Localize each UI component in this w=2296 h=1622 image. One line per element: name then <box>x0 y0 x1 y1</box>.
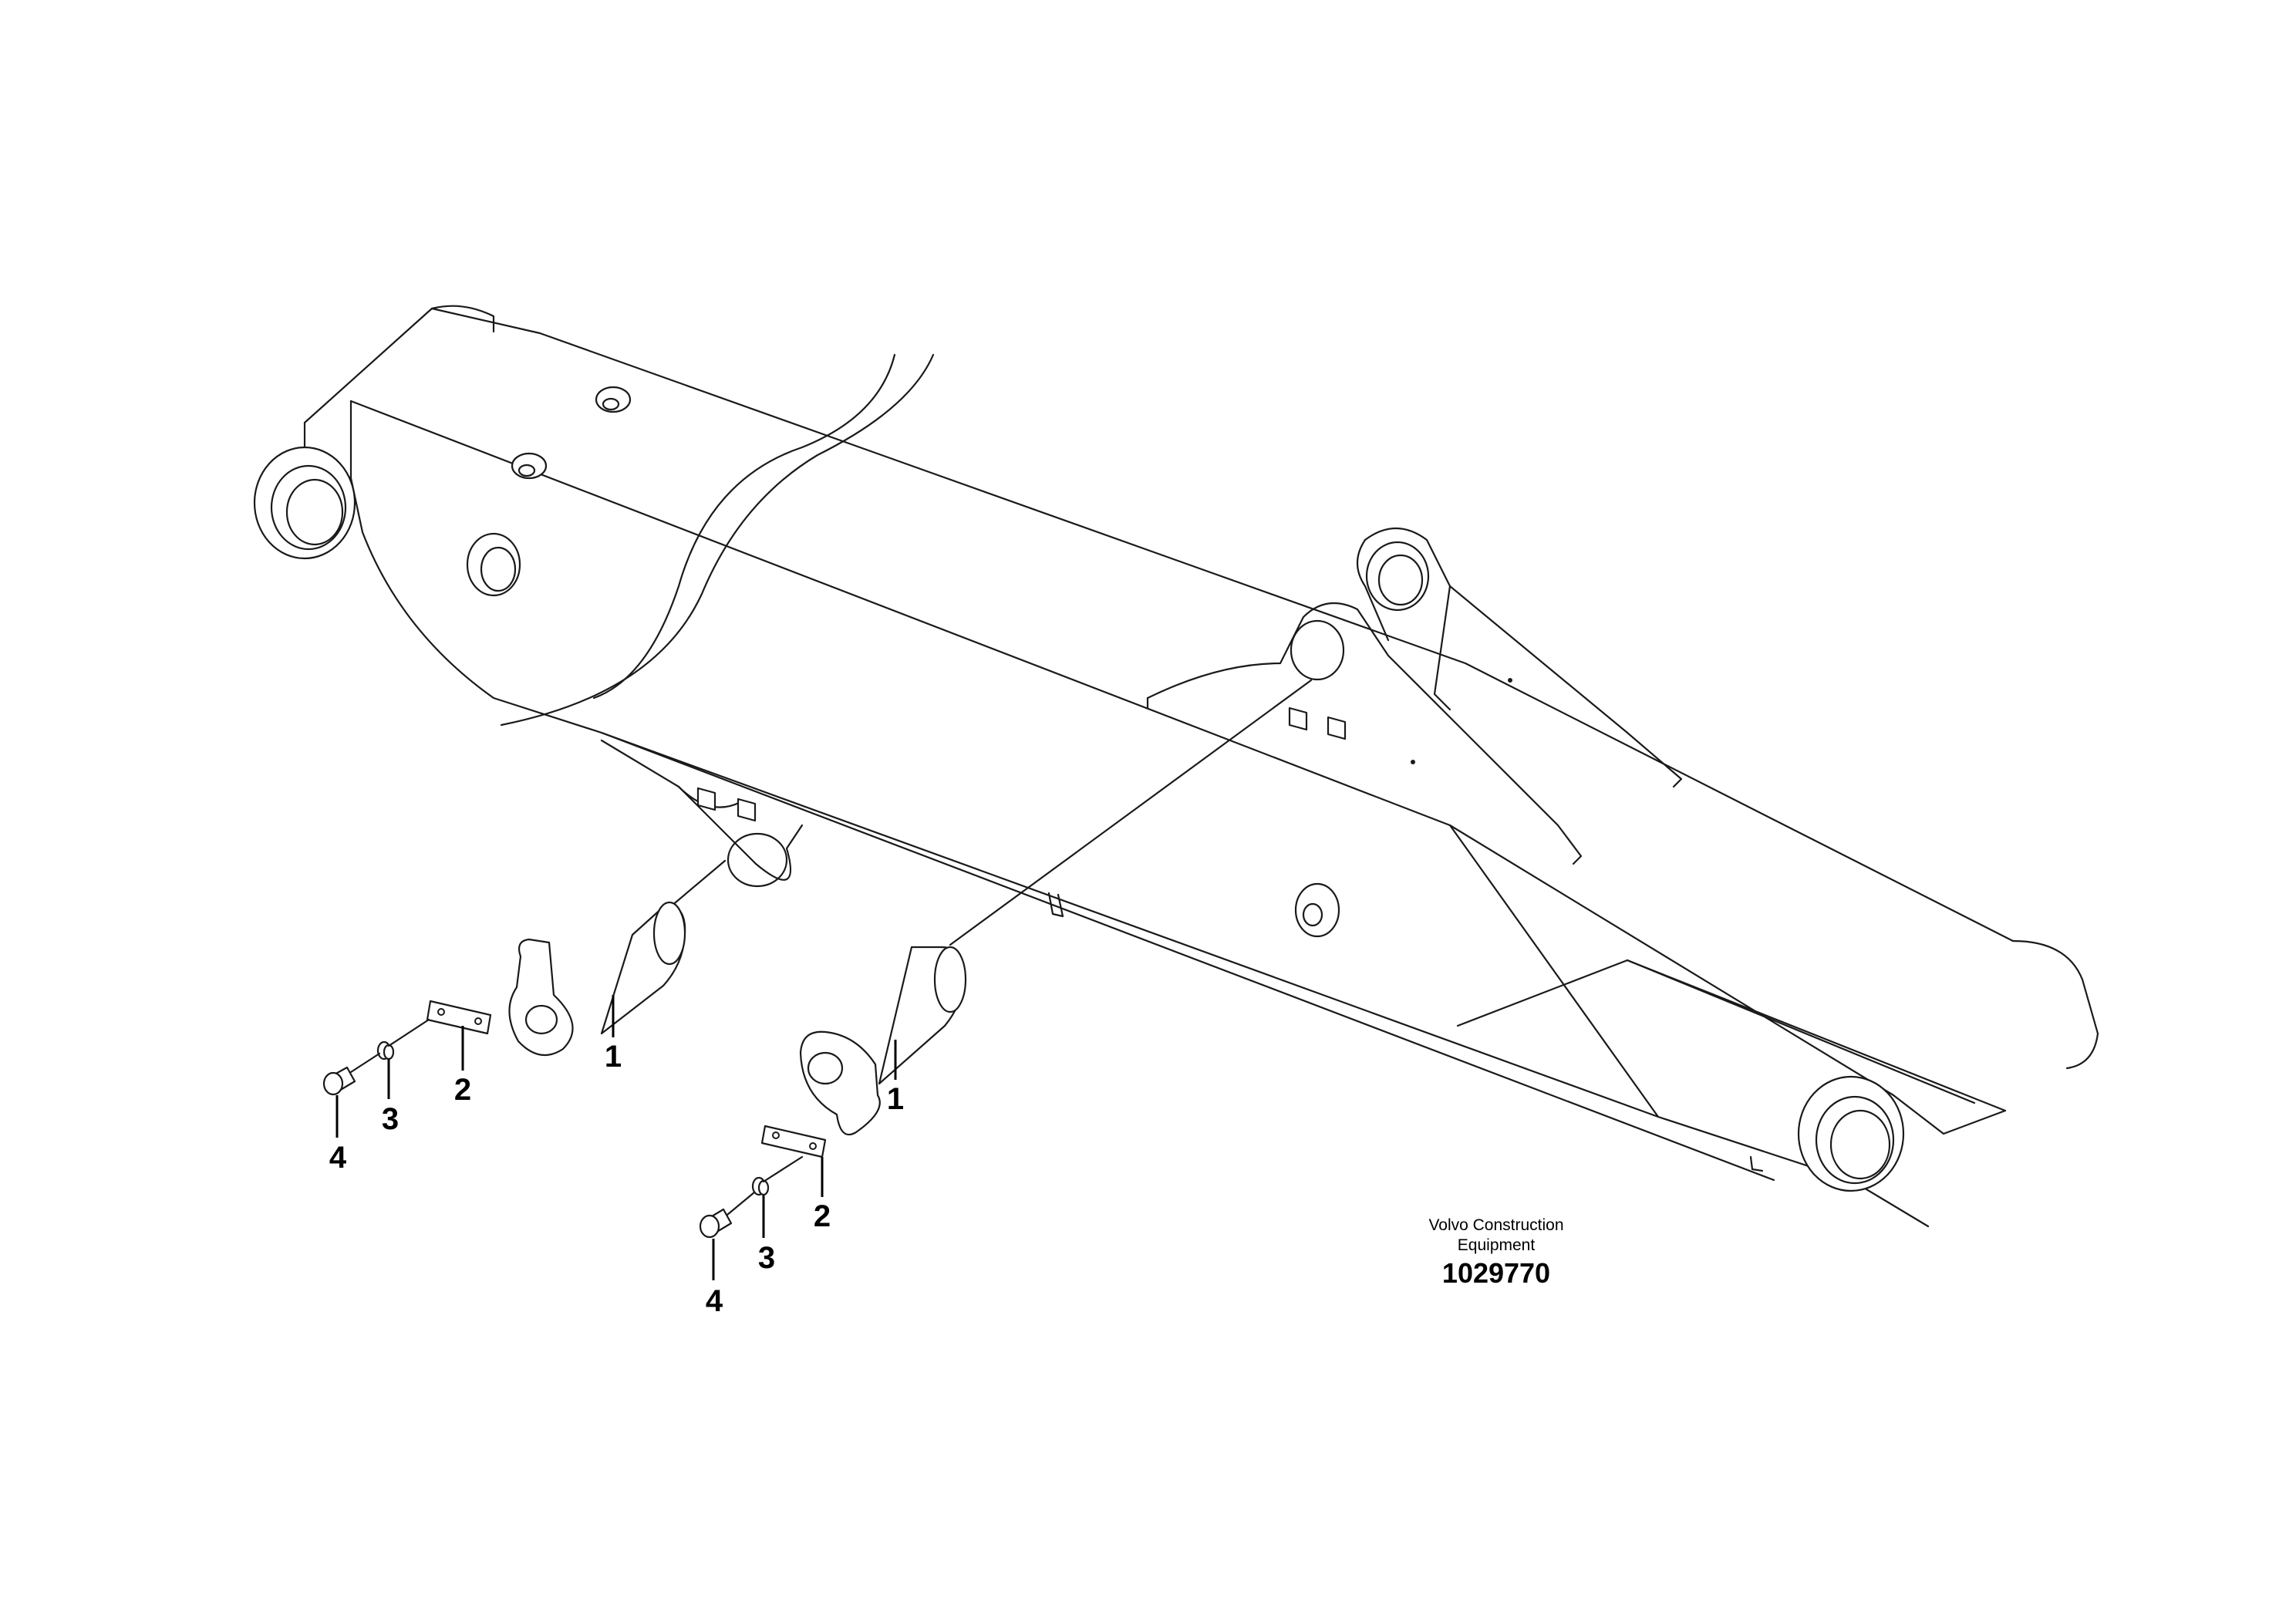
callout-plate-right: 2 <box>814 1199 831 1233</box>
plate-right <box>760 1125 827 1158</box>
manufacturer-label: Volvo Construction Equipment <box>1365 1216 1627 1256</box>
callout-screw-right: 4 <box>706 1284 723 1318</box>
manufacturer-line1: Volvo Construction <box>1428 1216 1564 1234</box>
callout-screw-left: 4 <box>329 1141 347 1175</box>
callout-plate-left: 2 <box>454 1073 471 1107</box>
screw-right <box>699 1191 756 1239</box>
pin-right <box>799 679 1313 1136</box>
boom-arm <box>253 305 2099 1228</box>
callout-pin-left: 1 <box>605 1040 622 1074</box>
callout-washer-right: 3 <box>758 1241 775 1275</box>
pin-left <box>508 859 727 1057</box>
washer-right <box>751 1155 804 1196</box>
plate-left <box>426 1000 492 1035</box>
manufacturer-line2: Equipment <box>1457 1236 1536 1254</box>
callout-labels: 1 1 2 2 3 3 4 4 <box>329 1040 904 1318</box>
screw-left <box>322 1052 381 1096</box>
washer-left <box>376 1018 430 1061</box>
leader-lines <box>335 995 897 1280</box>
callout-pin-right: 1 <box>887 1082 904 1116</box>
callout-washer-left: 3 <box>382 1102 399 1136</box>
document-number: 1029770 <box>1441 1257 1551 1289</box>
